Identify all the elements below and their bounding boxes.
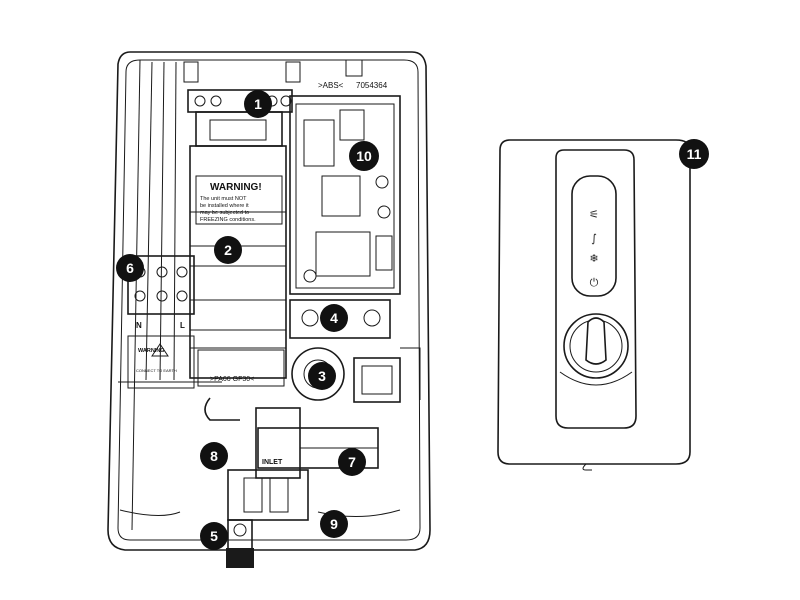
svg-text:11: 11 [687, 146, 702, 162]
svg-text:1: 1 [254, 96, 262, 112]
warning-line-4: FREEZING conditions. [200, 217, 256, 223]
warning-line-3: may be subjected to [200, 210, 249, 216]
callout-6: 6 [116, 254, 144, 282]
front-cover-drawing: ⚟ ∫ ❄ ⏻ [497, 139, 691, 471]
cold-icon: ❄ [589, 252, 598, 265]
inlet-label: INLET [262, 459, 283, 466]
material-mark: >PA66 GF30< [210, 376, 254, 383]
svg-text:6: 6 [126, 260, 134, 276]
terminal-l: L [180, 321, 185, 330]
open-unit [107, 51, 431, 568]
callout-7: 7 [338, 448, 366, 476]
callout-1: 1 [244, 90, 272, 118]
power-icon: ⏻ [590, 276, 599, 289]
warning-title: WARNING! [210, 182, 262, 193]
warning-line-2: be installed where it [200, 203, 249, 209]
terminal-n: N [136, 321, 142, 330]
dial-knob [585, 317, 607, 365]
small-warning-text: CONNECT TO EARTH [136, 368, 177, 373]
callout-4: 4 [320, 304, 348, 332]
svg-text:2: 2 [224, 242, 232, 258]
svg-text:10: 10 [356, 148, 372, 164]
svg-text:9: 9 [330, 516, 338, 532]
warning-line-1: The unit must NOT [200, 196, 247, 202]
callout-9: 9 [320, 510, 348, 538]
high-heat-icon: ⚟ [589, 208, 599, 221]
callout-8: 8 [200, 442, 228, 470]
callout-2: 2 [214, 236, 242, 264]
abs-mark: >ABS< [318, 81, 344, 90]
svg-text:7: 7 [348, 454, 356, 470]
svg-text:4: 4 [330, 310, 338, 326]
callout-11: 11 [679, 139, 709, 169]
callout-10: 10 [349, 141, 379, 171]
callout-3: 3 [308, 362, 336, 390]
low-heat-icon: ∫ [591, 232, 597, 245]
svg-text:5: 5 [210, 528, 218, 544]
svg-text:3: 3 [318, 368, 326, 384]
small-warning: WARNING [138, 348, 165, 354]
svg-text:8: 8 [210, 448, 218, 464]
part-number: 7054364 [356, 81, 388, 90]
callout-5: 5 [200, 522, 228, 550]
